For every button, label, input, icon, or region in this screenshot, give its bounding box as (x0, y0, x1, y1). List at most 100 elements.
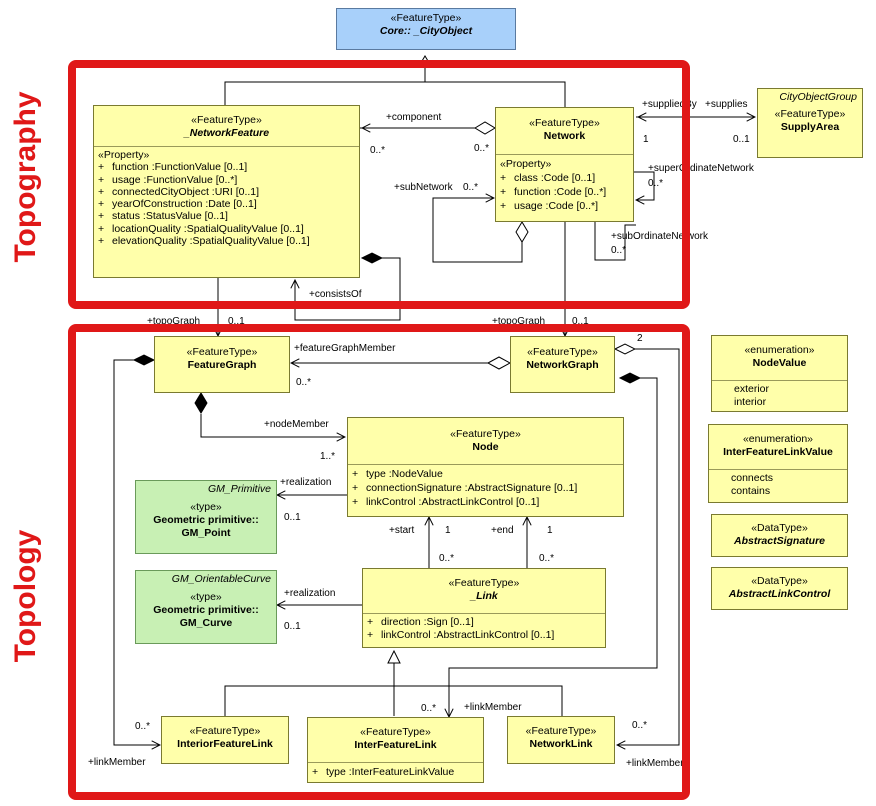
label-end-mult-link: 0..* (539, 553, 555, 564)
label-consists-of: +consistsOf (309, 289, 362, 300)
class-network-graph[interactable]: «FeatureType» NetworkGraph (510, 336, 615, 393)
network-graph-two-diamond (613, 343, 637, 355)
label-super-ordinate: +superOrdinateNetwork (648, 163, 754, 174)
node-member-composition-diamond (194, 392, 208, 414)
label-link-member-right: +linkMember (626, 758, 684, 769)
attribute-row: +status :StatusValue [0..1] (98, 210, 228, 223)
label-topograph-right-mult: 0..1 (572, 316, 589, 327)
class-node[interactable]: «FeatureType» Node +type :NodeValue +con… (347, 417, 624, 517)
class-name: Network (543, 130, 586, 142)
class-link[interactable]: «FeatureType» _Link +direction :Sign [0.… (362, 568, 606, 648)
label-link-member-center: +linkMember (464, 702, 522, 713)
class-network-feature[interactable]: «FeatureType» _NetworkFeature «Property»… (93, 105, 360, 278)
stereotype: «FeatureType» (529, 117, 600, 129)
component-aggregation-diamond (474, 121, 496, 135)
topography-side-label: Topography (9, 91, 42, 263)
attribute-row: +class :Code [0..1] (500, 172, 596, 184)
label-topograph-left-mult: 0..1 (228, 316, 245, 327)
class-name: _Link (470, 590, 498, 602)
class-abstract-link-control[interactable]: «DataType» AbstractLinkControl (711, 567, 848, 610)
label-feature-graph-member: +featureGraphMember (294, 343, 396, 354)
label-node-member-mult: 1..* (320, 451, 336, 462)
class-supply-area[interactable]: CityObjectGroup «FeatureType» SupplyArea (757, 88, 863, 158)
class-gm-point[interactable]: GM_Primitive «type» Geometric primitive:… (135, 480, 277, 554)
stereotype: «FeatureType» (191, 114, 262, 126)
class-name-line2: GM_Curve (179, 617, 233, 629)
label-link-member-left: +linkMember (88, 757, 146, 768)
enum-literal: interior (734, 396, 767, 408)
attribute-row: +function :FunctionValue [0..1] (98, 161, 248, 174)
class-name: NetworkGraph (526, 359, 599, 371)
link-generalization-arrowhead (387, 649, 401, 664)
class-inter-feature-link-value[interactable]: «enumeration» InterFeatureLinkValue conn… (708, 424, 848, 503)
attribute-row: +yearOfConstruction :Date [0..1] (98, 198, 257, 211)
stereotype: «FeatureType» (774, 108, 846, 120)
label-supply-mult-network: 1 (643, 134, 649, 145)
parent-tag: GM_Primitive (207, 483, 271, 495)
class-abstract-signature[interactable]: «DataType» AbstractSignature (711, 514, 848, 557)
label-end: +end (491, 525, 514, 536)
class-gm-curve[interactable]: GM_OrientableCurve «type» Geometric prim… (135, 570, 277, 644)
class-feature-graph[interactable]: «FeatureType» FeatureGraph (154, 336, 290, 393)
stereotype: «enumeration» (744, 344, 815, 356)
stereotype: «DataType» (751, 522, 808, 534)
stereotype: «type» (190, 501, 222, 513)
attribute-row: +direction :Sign [0..1] (367, 616, 474, 628)
class-name: AbstractLinkControl (728, 588, 831, 600)
label-supply-mult-area: 0..1 (733, 134, 750, 145)
compartment-title: «Property» (500, 158, 552, 170)
topology-side-label: Topology (9, 529, 42, 663)
label-end-mult-node: 1 (547, 525, 553, 536)
class-name: InterFeatureLinkValue (723, 446, 833, 458)
attribute-row: +connectionSignature :AbstractSignature … (352, 482, 578, 494)
parent-tag: CityObjectGroup (779, 91, 857, 103)
class-name: FeatureGraph (187, 359, 257, 371)
label-sub-ordinate: +subOrdinateNetwork (611, 231, 708, 242)
label-realization-point: +realization (280, 477, 332, 488)
class-network[interactable]: «FeatureType» Network «Property» +class … (495, 107, 634, 222)
class-name: AbstractSignature (733, 535, 826, 547)
stereotype: «FeatureType» (360, 726, 431, 738)
label-start-mult-link: 0..* (439, 553, 455, 564)
network-graph-featuregraph-loop (617, 348, 680, 745)
class-inter-feature-link[interactable]: «FeatureType» InterFeatureLink +type :In… (307, 717, 484, 783)
stereotype: «enumeration» (742, 433, 814, 445)
label-start-mult-node: 1 (445, 525, 451, 536)
attribute-row: +linkControl :AbstractLinkControl [0..1] (367, 629, 555, 641)
class-name: Core:: _CityObject (379, 25, 473, 37)
label-topograph-left: +topoGraph (147, 316, 201, 327)
feature-graph-member-diamond (486, 356, 512, 370)
label-start: +start (389, 525, 415, 536)
parent-tag: GM_OrientableCurve (171, 573, 271, 585)
class-name: NodeValue (752, 357, 807, 369)
generalization-to-cityobject (224, 58, 566, 107)
class-city-object[interactable]: «FeatureType» Core:: _CityObject (336, 8, 516, 50)
label-realization-curve-mult: 0..1 (284, 621, 301, 632)
generalization-arrowhead (418, 55, 432, 67)
attribute-row: +function :Code [0..*] (500, 186, 607, 198)
class-interior-feature-link[interactable]: «FeatureType» InteriorFeatureLink (161, 716, 289, 764)
stereotype: «FeatureType» (450, 428, 521, 440)
stereotype: «FeatureType» (527, 346, 598, 358)
label-supplied-by: +suppliedBy (642, 99, 697, 110)
stereotype: «FeatureType» (186, 346, 258, 358)
enum-literal: connects (731, 472, 774, 484)
class-name: Geometric primitive:: (153, 514, 259, 526)
attribute-row: +locationQuality :SpatialQualityValue [0… (98, 222, 304, 235)
label-topograph-right: +topoGraph (492, 316, 546, 327)
enum-literal: exterior (734, 383, 770, 395)
attribute-row: +connectedCityObject :URI [0..1] (98, 185, 260, 198)
class-name: _NetworkFeature (183, 127, 270, 139)
stereotype: «DataType» (751, 575, 808, 587)
label-link-member-center-mult: 0..* (421, 703, 437, 714)
attribute-row: +type :InterFeatureLinkValue (312, 766, 455, 778)
class-network-link[interactable]: «FeatureType» NetworkLink (507, 716, 615, 764)
class-node-value[interactable]: «enumeration» NodeValue exterior interio… (711, 335, 848, 412)
class-name: NetworkLink (529, 738, 593, 750)
link-member-center-diamond (618, 372, 642, 384)
stereotype: «type» (190, 591, 222, 603)
enum-literal: contains (731, 485, 771, 497)
class-name: Node (472, 441, 499, 453)
attribute-row: +usage :Code [0..*] (500, 200, 599, 212)
label-link-member-left-mult: 0..* (135, 721, 151, 732)
